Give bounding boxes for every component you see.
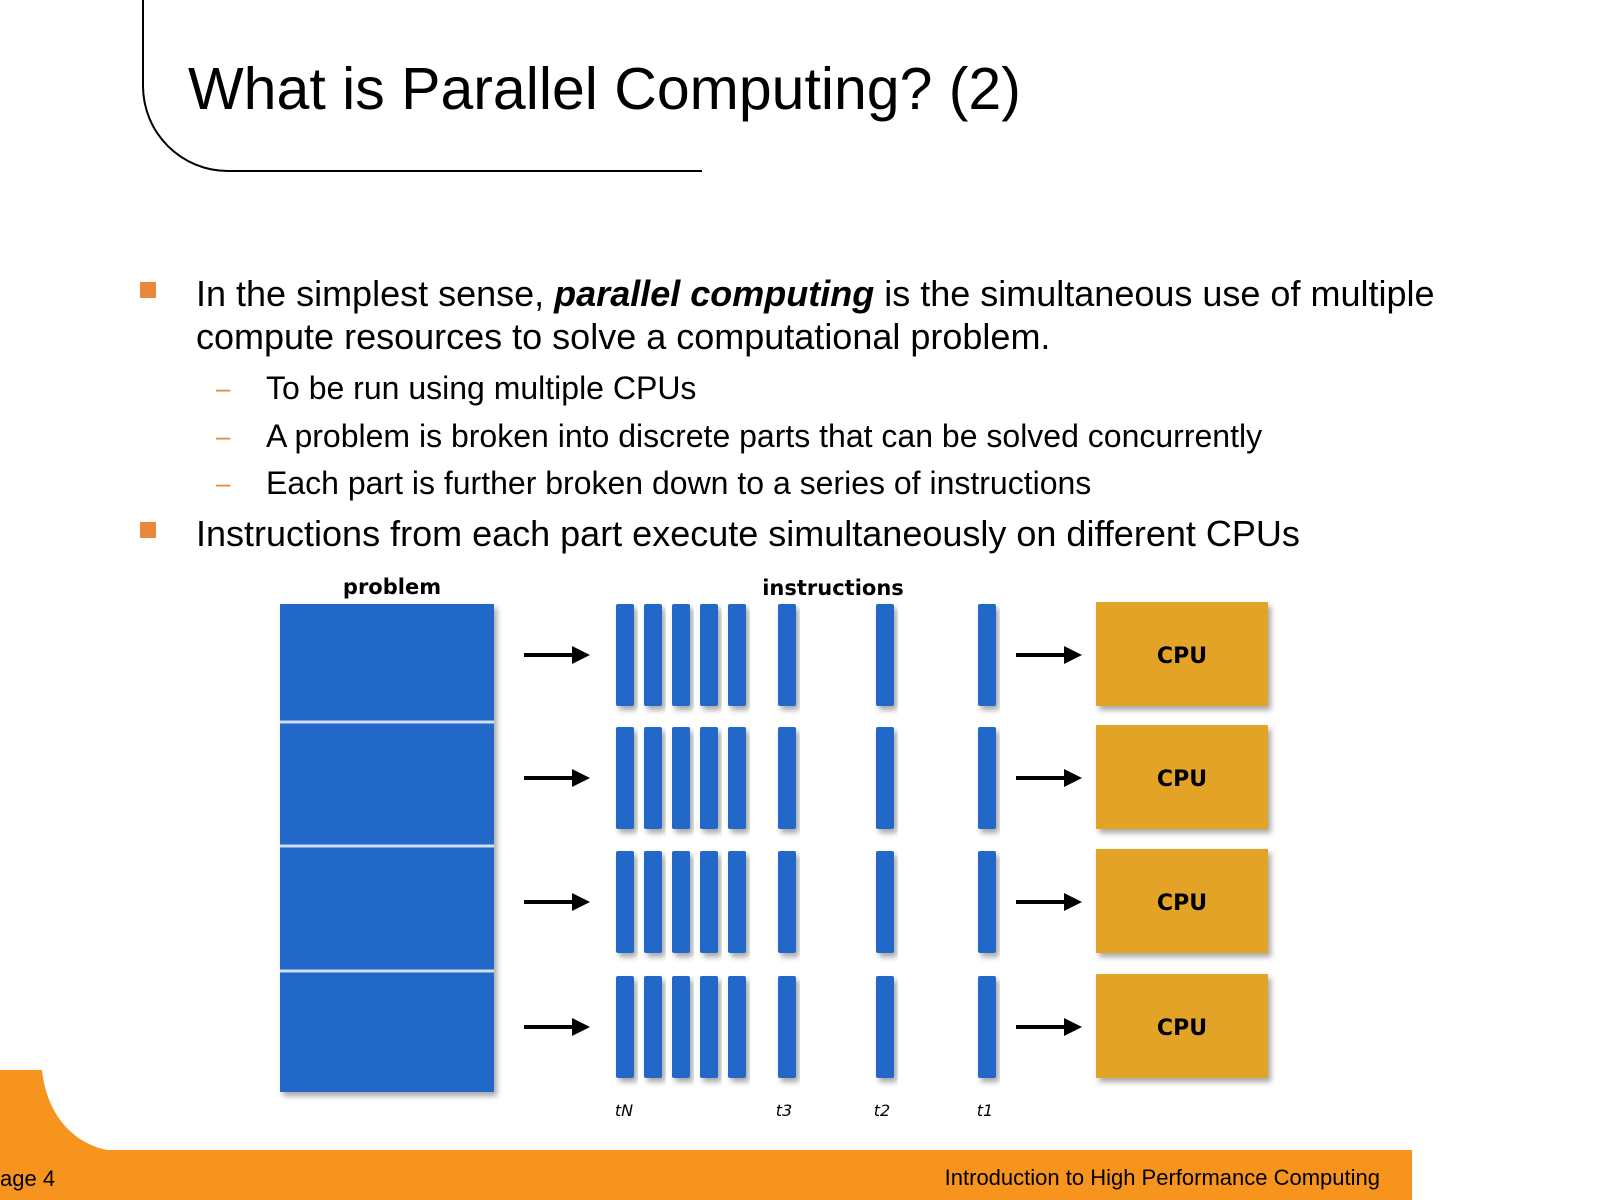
instruction-bar: [978, 604, 996, 706]
instruction-bar: [978, 727, 996, 829]
instruction-bar: [778, 851, 796, 953]
instruction-bar: [728, 604, 746, 706]
arrow-head: [1064, 769, 1082, 787]
instruction-bar: [644, 604, 662, 706]
bullet-marker: [140, 522, 156, 538]
sub-item-1: To be run using multiple CPUs: [266, 370, 697, 406]
instruction-bar: [700, 851, 718, 953]
instruction-bar: [778, 604, 796, 706]
problem-block: [280, 604, 494, 1092]
bullet-marker: [140, 282, 156, 298]
time-label-t2: t2: [874, 1101, 890, 1120]
cpu-box: [1096, 602, 1268, 706]
instruction-bar: [616, 851, 634, 953]
slide-title: What is Parallel Computing? (2): [188, 56, 1021, 122]
instruction-bar: [700, 976, 718, 1078]
sub-dash: –: [216, 373, 231, 403]
problem-label: problem: [343, 575, 441, 599]
title-frame: [142, 0, 702, 172]
cpu-label: CPU: [1157, 644, 1207, 669]
sub-item-2: A problem is broken into discrete parts …: [266, 418, 1263, 454]
instruction-bar: [876, 976, 894, 1078]
instruction-bar: [672, 604, 690, 706]
instruction-bar: [700, 727, 718, 829]
cpu-label: CPU: [1157, 767, 1207, 792]
instruction-bar: [978, 851, 996, 953]
cpu-label: CPU: [1157, 1016, 1207, 1041]
arrow-head: [572, 1018, 590, 1036]
instruction-bar: [672, 727, 690, 829]
footer-band: [0, 1150, 1412, 1200]
page-number: age 4: [0, 1166, 56, 1191]
instruction-bar: [644, 976, 662, 1078]
time-label-t1: t1: [977, 1101, 993, 1120]
time-label-t3: t3: [776, 1101, 792, 1120]
arrow-head: [572, 646, 590, 664]
footer-curve: [0, 1070, 120, 1160]
instruction-bar: [728, 727, 746, 829]
arrow-head: [1064, 1018, 1082, 1036]
cpu-box: [1096, 725, 1268, 829]
instruction-bar: [616, 727, 634, 829]
instruction-bar: [978, 976, 996, 1078]
instruction-bar: [616, 976, 634, 1078]
arrow-head: [1064, 893, 1082, 911]
instruction-bar: [700, 604, 718, 706]
instruction-bar: [644, 851, 662, 953]
diagram-marks: CPU CPU CPU CPU: [280, 602, 1268, 1092]
instructions-label: instructions: [762, 576, 904, 600]
cpu-box: [1096, 849, 1268, 953]
bullet-2: Instructions from each part execute simu…: [196, 513, 1300, 554]
sub-item-3: Each part is further broken down to a se…: [266, 465, 1092, 501]
cpu-box: [1096, 974, 1268, 1078]
instruction-bar: [728, 976, 746, 1078]
sub-dash: –: [216, 468, 231, 498]
bullet-1-suffix: is the simultaneous use of multiple comp…: [196, 273, 1435, 357]
footer-course-title: Introduction to High Performance Computi…: [944, 1165, 1380, 1190]
time-label-tN: tN: [615, 1101, 633, 1120]
instruction-bar: [672, 851, 690, 953]
instruction-bar: [644, 727, 662, 829]
arrow-head: [1064, 646, 1082, 664]
instruction-bar: [672, 976, 690, 1078]
arrow-head: [572, 893, 590, 911]
sub-dash: –: [216, 421, 231, 451]
instruction-bar: [616, 604, 634, 706]
instruction-bar: [728, 851, 746, 953]
arrow-head: [572, 769, 590, 787]
cpu-label: CPU: [1157, 891, 1207, 916]
instruction-bar: [778, 976, 796, 1078]
instruction-bar: [876, 851, 894, 953]
bullet-1: In the simplest sense, parallel computin…: [196, 272, 1576, 358]
bullet-1-term: parallel computing: [554, 273, 875, 314]
instruction-bar: [778, 727, 796, 829]
bullet-1-prefix: In the simplest sense,: [196, 273, 555, 314]
instruction-bar: [876, 727, 894, 829]
instruction-bar: [876, 604, 894, 706]
